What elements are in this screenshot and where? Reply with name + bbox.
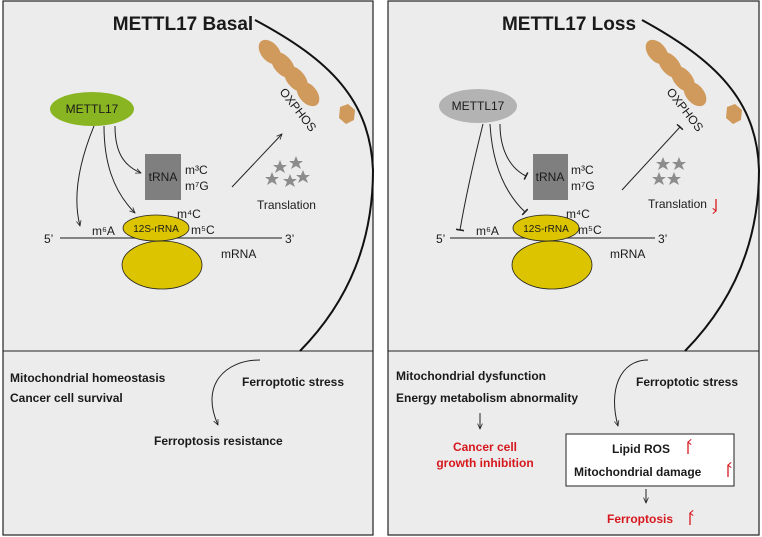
translation-label-basal: Translation (257, 198, 316, 212)
ribosome-small-subunit-basal (122, 214, 190, 242)
inhibit-m6a-loss (455, 123, 484, 232)
protein-stars-loss (652, 157, 686, 185)
rrna-label-loss: 12S-rRNA (523, 224, 569, 235)
m7g-label-loss: m⁷G (571, 179, 595, 193)
mrna-label-basal: mRNA (221, 247, 256, 261)
m3c-label-loss: m³C (571, 163, 594, 177)
m5c-label-basal: m⁵C (191, 223, 215, 237)
three-prime-basal: 3’ (285, 232, 294, 246)
ferroptotic-stress-loss: Ferroptotic stress (636, 375, 738, 389)
arrow-to-rrna-basal (103, 125, 135, 213)
dysfunction-text: Mitochondrial dysfunction (396, 369, 546, 383)
arrow-stress-loss (615, 359, 649, 426)
ros-damage-box (565, 433, 735, 487)
panel-basal: METTL17 Basal METTL17 tRNA m³C m⁷G 5’ 3’… (2, 0, 375, 536)
five-prime-loss: 5’ (436, 232, 445, 246)
ferroptosis-resistance-text: Ferroptosis resistance (154, 434, 283, 448)
protein-stars-basal (265, 156, 310, 187)
panel-loss: METTL17 Loss METTL17 tRNA m³C m⁷G 5’ 3’ … (387, 0, 761, 536)
inhibit-oxphos-loss (621, 123, 684, 191)
trna-label-loss: tRNA (536, 170, 565, 184)
mito-damage-text: Mitochondrial damage (574, 465, 702, 479)
energy-abnormality-text: Energy metabolism abnormality (396, 391, 578, 405)
mito-membrane-loss (641, 19, 761, 352)
m4c-label-loss: m⁴C (566, 207, 590, 221)
growth-inhibition-line1: Cancer cell (453, 440, 517, 454)
trna-label-basal: tRNA (149, 170, 178, 184)
arrow-translation-oxphos-basal (231, 134, 282, 188)
lipid-ros-text: Lipid ROS (612, 442, 670, 456)
five-prime-basal: 5’ (44, 232, 53, 246)
m3c-label-basal: m³C (185, 163, 208, 177)
mrna-label-loss: mRNA (610, 247, 645, 261)
oxphos-complex-loss (645, 39, 742, 124)
translation-label-loss: Translation (648, 197, 707, 211)
m6a-label-loss: m⁶A (476, 224, 499, 238)
arrow-stress-basal (211, 359, 261, 425)
inhibit-trna-loss (499, 123, 529, 180)
ribosome-large-subunit-loss (511, 240, 593, 290)
mito-membrane-basal (254, 19, 375, 352)
m4c-label-basal: m⁴C (177, 207, 201, 221)
growth-inhibition-line2: growth inhibition (436, 456, 533, 470)
metttl17-loss-label: METTL17 (452, 99, 505, 113)
metttl17-basal-node (50, 92, 134, 126)
ferroptosis-text: Ferroptosis (607, 512, 673, 526)
survival-text: Cancer cell survival (10, 391, 123, 405)
arrow-to-m6a-basal (77, 125, 95, 226)
metttl17-basal-label: METTL17 (66, 102, 119, 116)
panel-basal-title: METTL17 Basal (113, 14, 253, 35)
ferroptotic-stress-basal: Ferroptotic stress (242, 375, 344, 389)
m6a-label-basal: m⁶A (92, 224, 115, 238)
inhibit-rrna-loss (489, 123, 529, 216)
arrow-to-trna-basal (114, 125, 141, 173)
m5c-label-loss: m⁵C (578, 223, 602, 237)
panel-loss-title: METTL17 Loss (502, 14, 636, 35)
ribosome-large-subunit-basal (121, 240, 203, 290)
homeostasis-text: Mitochondrial homeostasis (10, 371, 166, 385)
trna-box-loss (533, 154, 568, 200)
m7g-label-basal: m⁷G (185, 179, 209, 193)
ribosome-small-subunit-loss (512, 214, 580, 242)
three-prime-loss: 3’ (658, 232, 667, 246)
metttl17-loss-node (439, 89, 517, 123)
rrna-label-basal: 12S-rRNA (133, 224, 179, 235)
trna-box-basal (145, 154, 181, 200)
oxphos-complex-basal (258, 39, 355, 124)
